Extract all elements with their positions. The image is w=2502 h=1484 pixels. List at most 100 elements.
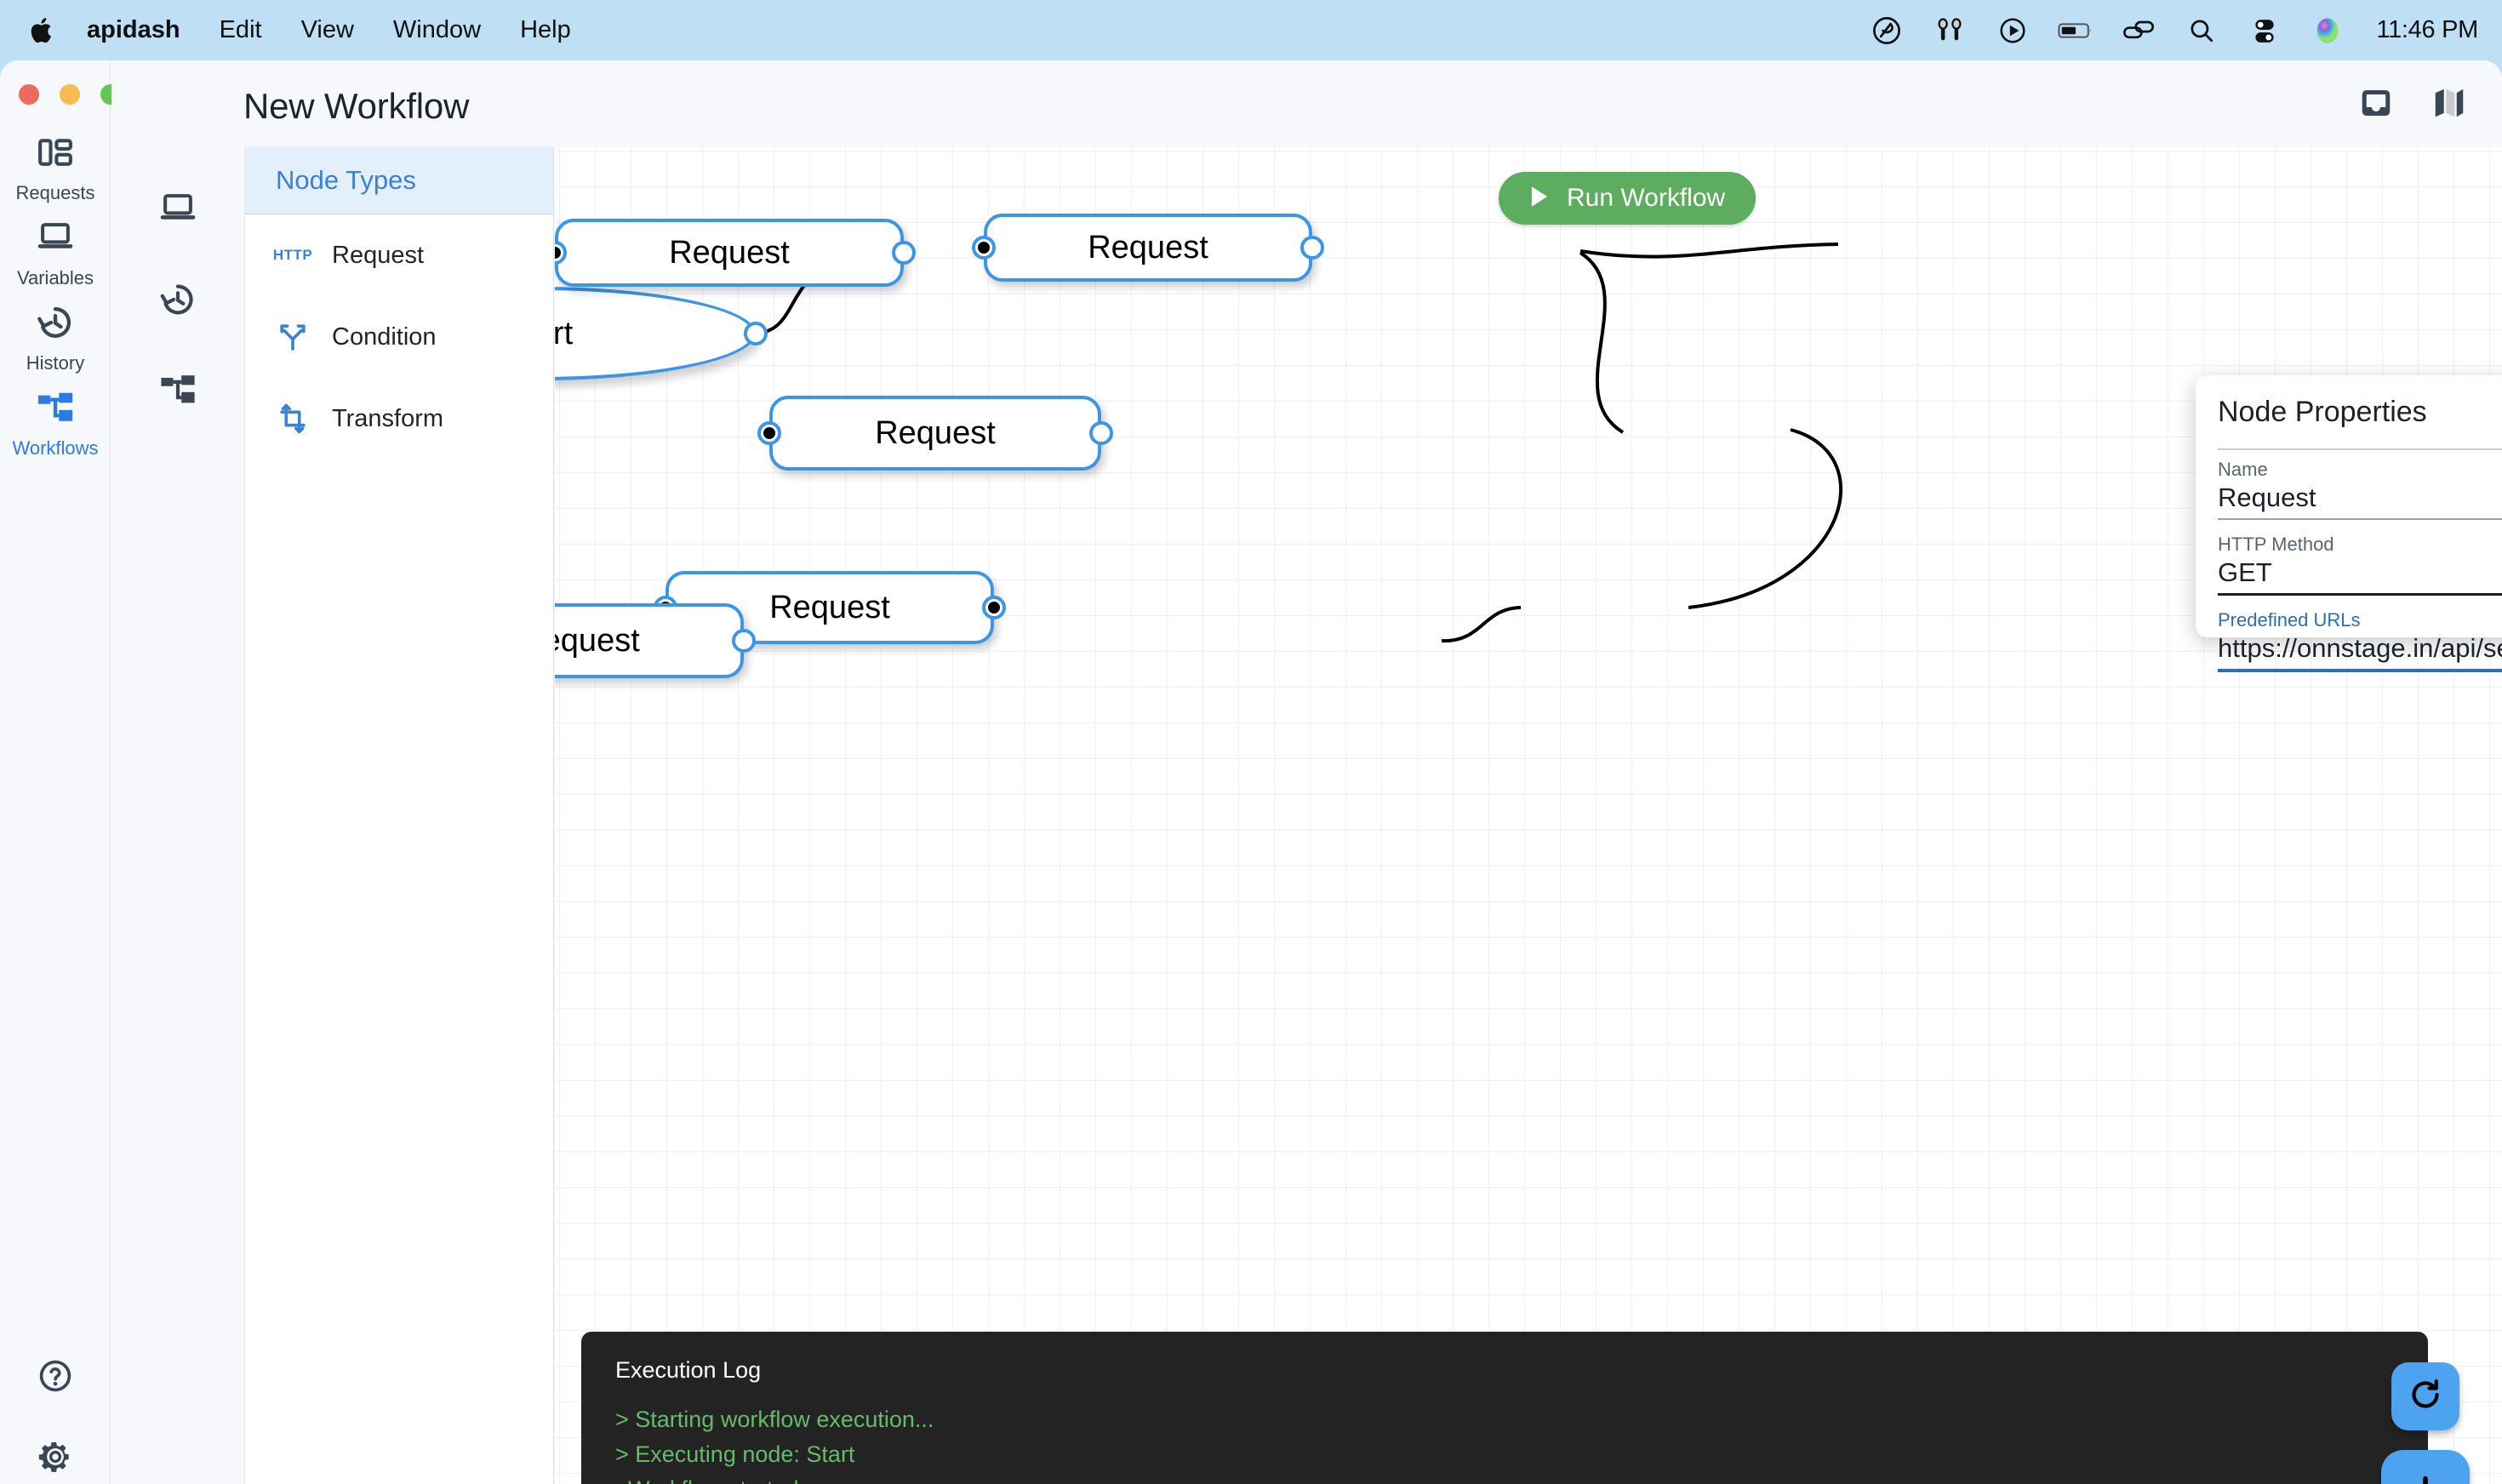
menu-item-window[interactable]: Window: [392, 16, 482, 43]
field-name[interactable]: Name Request: [2218, 459, 2502, 520]
menu-item-apidash[interactable]: apidash: [87, 16, 180, 43]
http-method-value[interactable]: GET: [2218, 557, 2272, 587]
map-icon[interactable]: [2431, 84, 2468, 122]
edge-req3-req4: [1688, 428, 1843, 609]
field-predefined-urls[interactable]: Predefined URLs https://onnstage.in/api/…: [2218, 609, 2502, 672]
field-label: Predefined URLs: [2218, 609, 2361, 631]
node-types-panel: Node Types HTTP Request Condition Transf…: [245, 147, 554, 1484]
window-traffic-lights: [19, 84, 121, 105]
control-center-icon[interactable]: [2247, 13, 2282, 49]
field-http-method[interactable]: HTTP Method GET: [2218, 534, 2502, 596]
field-underline: [2218, 518, 2502, 520]
workflow-node-request-1[interactable]: Request: [555, 219, 916, 287]
primary-sidebar: Requests Variables History Workflows: [0, 60, 121, 1484]
minimize-window-button[interactable]: [60, 84, 80, 105]
menubar-clock[interactable]: 11:46 PM: [2376, 16, 2478, 43]
field-underline: [2218, 669, 2502, 672]
node-type-label: Request: [332, 241, 425, 269]
node-label: Request: [1088, 229, 1208, 265]
node-label: Request: [769, 589, 890, 625]
rail2-item-workflows[interactable]: [135, 365, 220, 418]
sidebar-item-label: Requests: [15, 182, 95, 203]
refresh-fab[interactable]: [2391, 1362, 2459, 1430]
sidebar-item-workflows[interactable]: Workflows: [0, 389, 111, 459]
plus-icon: [2406, 1473, 2445, 1484]
log-line: > Executing node: Start: [615, 1441, 855, 1467]
transform-crop-icon: [276, 403, 310, 434]
name-field-value[interactable]: Request: [2218, 482, 2316, 512]
log-line: Workflow started: [615, 1472, 2394, 1484]
search-icon[interactable]: [2184, 13, 2219, 49]
gear-icon: [37, 1439, 73, 1479]
node-type-label: Transform: [332, 404, 444, 432]
workflow-node-request-5[interactable]: Request: [555, 603, 756, 678]
node-port-out[interactable]: [744, 322, 768, 345]
menu-item-help[interactable]: Help: [520, 16, 571, 43]
http-badge-icon: HTTP: [272, 247, 313, 263]
node-port-out[interactable]: [1300, 236, 1324, 260]
node-port-out[interactable]: [892, 241, 916, 265]
siri-icon[interactable]: [2310, 13, 2345, 49]
settings-button[interactable]: [0, 1439, 111, 1479]
close-window-button[interactable]: [19, 84, 39, 105]
node-port-in[interactable]: [757, 421, 781, 445]
inbox-icon[interactable]: [2357, 84, 2395, 122]
node-types-title: Node Types: [276, 165, 416, 195]
execution-log-title: Execution Log: [615, 1357, 762, 1383]
apple-logo-icon[interactable]: [29, 14, 58, 48]
edge-req5-req4: [1441, 606, 1522, 643]
field-label: Name: [2218, 459, 2268, 480]
menu-item-view[interactable]: View: [300, 16, 354, 43]
node-type-condition[interactable]: Condition: [245, 296, 553, 378]
node-type-request[interactable]: HTTP Request: [245, 214, 553, 296]
requests-icon: [37, 134, 74, 175]
edge-req1-req3: [1579, 251, 1625, 434]
laptop-icon: [36, 219, 75, 260]
props-divider: [2218, 448, 2502, 450]
sidebar-item-label: Variables: [16, 267, 94, 288]
sidebar-item-history[interactable]: History: [0, 304, 111, 374]
node-type-label: Condition: [332, 322, 437, 351]
workflow-tree-icon: [36, 389, 75, 431]
run-workflow-button[interactable]: Run Workflow: [1499, 172, 1757, 225]
predefined-url-value[interactable]: https://onnstage.in/api/section: [2218, 633, 2502, 663]
battery-icon[interactable]: [2058, 13, 2094, 49]
add-fab[interactable]: [2381, 1450, 2470, 1484]
node-label: Request: [669, 234, 790, 271]
workflow-canvas[interactable]: Start Request Request Request Request: [555, 147, 2502, 1484]
play-icon: [1529, 186, 1550, 212]
node-label: Request: [555, 622, 640, 659]
page-title: New Workflow: [243, 86, 470, 126]
node-types-header: Node Types: [245, 147, 553, 214]
node-port-out[interactable]: [982, 596, 1006, 619]
node-type-transform[interactable]: Transform: [245, 378, 553, 459]
log-line: > Starting workflow execution...: [615, 1407, 934, 1432]
history-clock-icon: [158, 282, 197, 322]
run-workflow-label: Run Workflow: [1567, 184, 1726, 212]
now-playing-icon[interactable]: [1995, 13, 2031, 49]
sidebar-item-variables[interactable]: Variables: [0, 219, 111, 289]
sidebar-item-label: History: [26, 352, 85, 374]
node-port-in[interactable]: [555, 241, 567, 265]
help-button[interactable]: [0, 1358, 111, 1398]
execution-log-panel: Execution Log > Starting workflow execut…: [581, 1332, 2428, 1484]
node-properties-header: Node Properties: [2218, 375, 2502, 448]
rail2-item-variables[interactable]: [135, 184, 220, 237]
menu-item-edit[interactable]: Edit: [219, 16, 262, 43]
rail2-item-history[interactable]: [135, 275, 220, 328]
history-clock-icon: [36, 304, 75, 345]
workflow-edges: [751, 243, 1843, 643]
node-properties-title: Node Properties: [2218, 395, 2427, 428]
header-actions: [2357, 84, 2468, 122]
sidebar-item-requests[interactable]: Requests: [0, 134, 111, 204]
workflow-node-request-3[interactable]: Request: [757, 396, 1113, 471]
workflow-node-request-2[interactable]: Request: [972, 214, 1324, 282]
node-port-in[interactable]: [972, 236, 996, 260]
screen-mirroring-icon[interactable]: [2121, 13, 2156, 49]
laptop-icon: [158, 191, 197, 231]
help-circle-icon: [37, 1358, 73, 1398]
node-port-out[interactable]: [1089, 421, 1113, 445]
creative-cloud-icon[interactable]: [1869, 13, 1905, 49]
airpods-icon[interactable]: [1932, 13, 1968, 49]
node-port-out[interactable]: [732, 629, 756, 653]
